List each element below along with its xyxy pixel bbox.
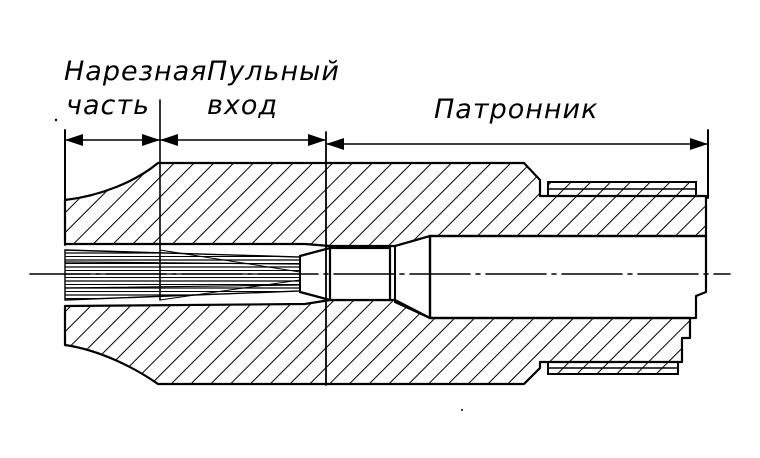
chamber-bore [428,234,708,320]
dimension-line-rifled-part [64,134,161,146]
print-speck [461,409,463,411]
dimension-line-bullet-entry [159,134,327,146]
upper-thread-collar [547,181,697,197]
upper-barrel-wall [63,161,708,248]
bore-rifling [64,249,301,301]
label-rifled-part-line1: Нарезная [64,56,207,87]
label-chamber: Патронник [434,94,598,125]
label-bullet-entry-line2: вход [207,90,278,121]
lower-thread-collar [547,361,679,375]
label-rifled-part-line2: часть [66,90,150,121]
label-bullet-entry-line1: Пульный [207,56,340,87]
print-speck [54,118,58,122]
dimension-line-chamber [325,138,709,150]
